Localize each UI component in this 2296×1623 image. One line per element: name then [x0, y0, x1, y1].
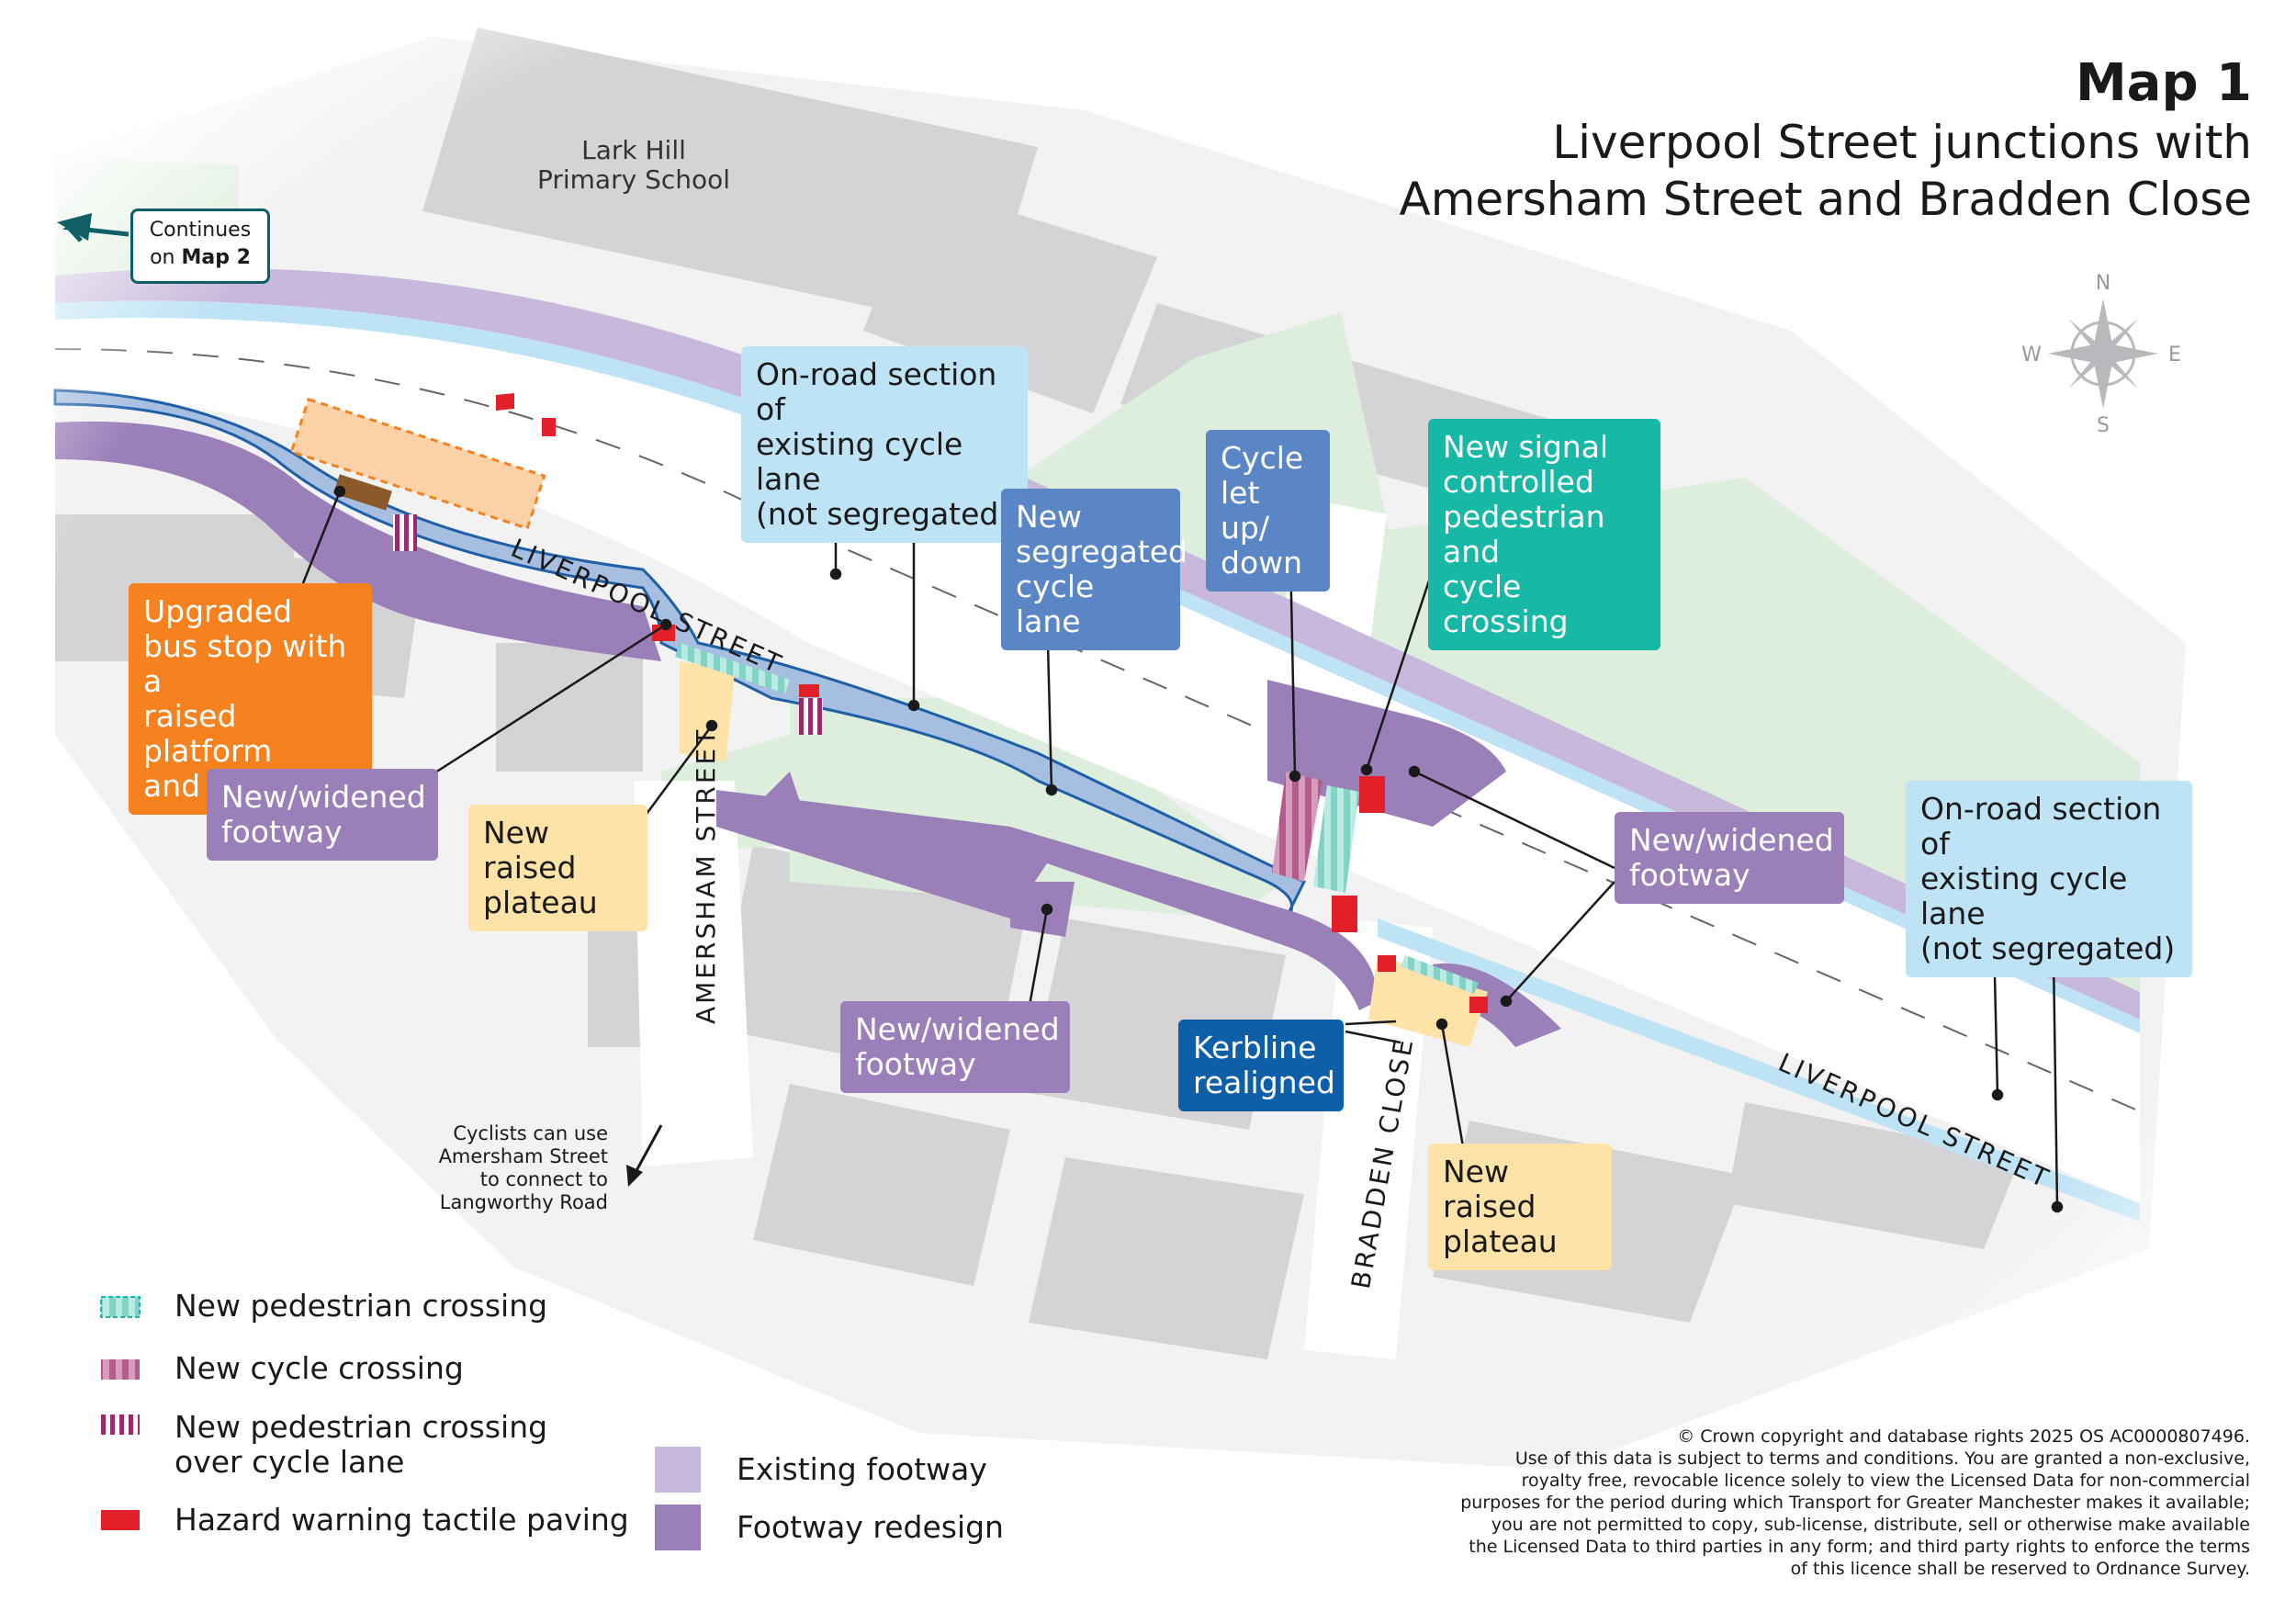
leader-lines: [301, 464, 2064, 1213]
continues-line1: Continues: [149, 219, 252, 242]
callout-signal-crossing: New signal controlled pedestrian and cyc…: [1428, 419, 1660, 650]
continues-on-map-2-link[interactable]: Continues on Map 2: [130, 209, 270, 284]
map-number-title: Map 1: [2075, 53, 2252, 113]
callout-onroad-west: On-road section of existing cycle lane (…: [741, 346, 1028, 543]
street-label-amersham: AMERSHAM STREET: [691, 727, 721, 1024]
legend-swatch-cycle-crossing: [101, 1359, 140, 1380]
legend-swatch-existing-footway: [655, 1447, 701, 1493]
legend-footway-redesign: Footway redesign: [737, 1509, 1004, 1545]
compass-rose-icon: [2048, 299, 2158, 409]
legend-swatch-footway-redesign: [655, 1505, 701, 1550]
callout-footway-south: New/widened footway: [840, 1001, 1070, 1093]
compass-e: E: [2168, 344, 2181, 366]
callout-bus-stop: Upgraded bus stop with a raised platform…: [129, 583, 372, 815]
callout-segregated: New segregated cycle lane: [1001, 489, 1187, 650]
legend-ped-over-cycle: New pedestrian crossing over cycle lane: [174, 1409, 548, 1480]
cyclist-arrowhead-icon: [626, 1165, 643, 1187]
compass-w: W: [2021, 344, 2042, 366]
legend-swatch-ped-over-cycle: [101, 1414, 140, 1435]
copyright-body: Use of this data is subject to terms and…: [1460, 1448, 2250, 1579]
continues-line2-prefix: on: [150, 246, 182, 269]
school-label: Lark Hill Primary School: [536, 135, 731, 195]
legend-existing-footway: Existing footway: [737, 1451, 987, 1487]
continues-arrowhead-icon: [57, 213, 92, 241]
cyclist-direction-arrow-icon: [632, 1124, 663, 1177]
callout-plateau-west: New raised plateau: [468, 805, 647, 931]
cyclist-note: Cyclists can use Amersham Street to conn…: [438, 1122, 608, 1213]
legend-hazard: Hazard warning tactile paving: [174, 1502, 629, 1538]
callout-plateau-east: New raised plateau: [1428, 1144, 1612, 1270]
copyright-notice: © Crown copyright and database rights 20…: [1460, 1426, 2250, 1580]
callout-kerbline: Kerbline realigned: [1178, 1020, 1344, 1111]
compass-n: N: [2096, 272, 2110, 295]
continues-map-ref: Map 2: [181, 246, 251, 269]
copyright-line1: © Crown copyright and database rights 20…: [1677, 1426, 2250, 1447]
callout-onroad-east: On-road section of existing cycle lane (…: [1906, 781, 2192, 977]
callout-footway-east: New/widened footway: [1615, 812, 1844, 904]
callout-cycle-let-up-down: Cycle let up/ down: [1206, 430, 1330, 592]
map-subtitle: Liverpool Street junctions with Amersham…: [1399, 116, 2252, 226]
legend-ped-crossing: New pedestrian crossing: [174, 1288, 548, 1324]
compass-s: S: [2097, 414, 2110, 437]
legend-swatch-ped-crossing: [100, 1296, 141, 1318]
legend-swatch-hazard: [101, 1510, 140, 1530]
legend-cycle-crossing: New cycle crossing: [174, 1350, 464, 1386]
callout-footway-west: New/widened footway: [207, 769, 438, 861]
